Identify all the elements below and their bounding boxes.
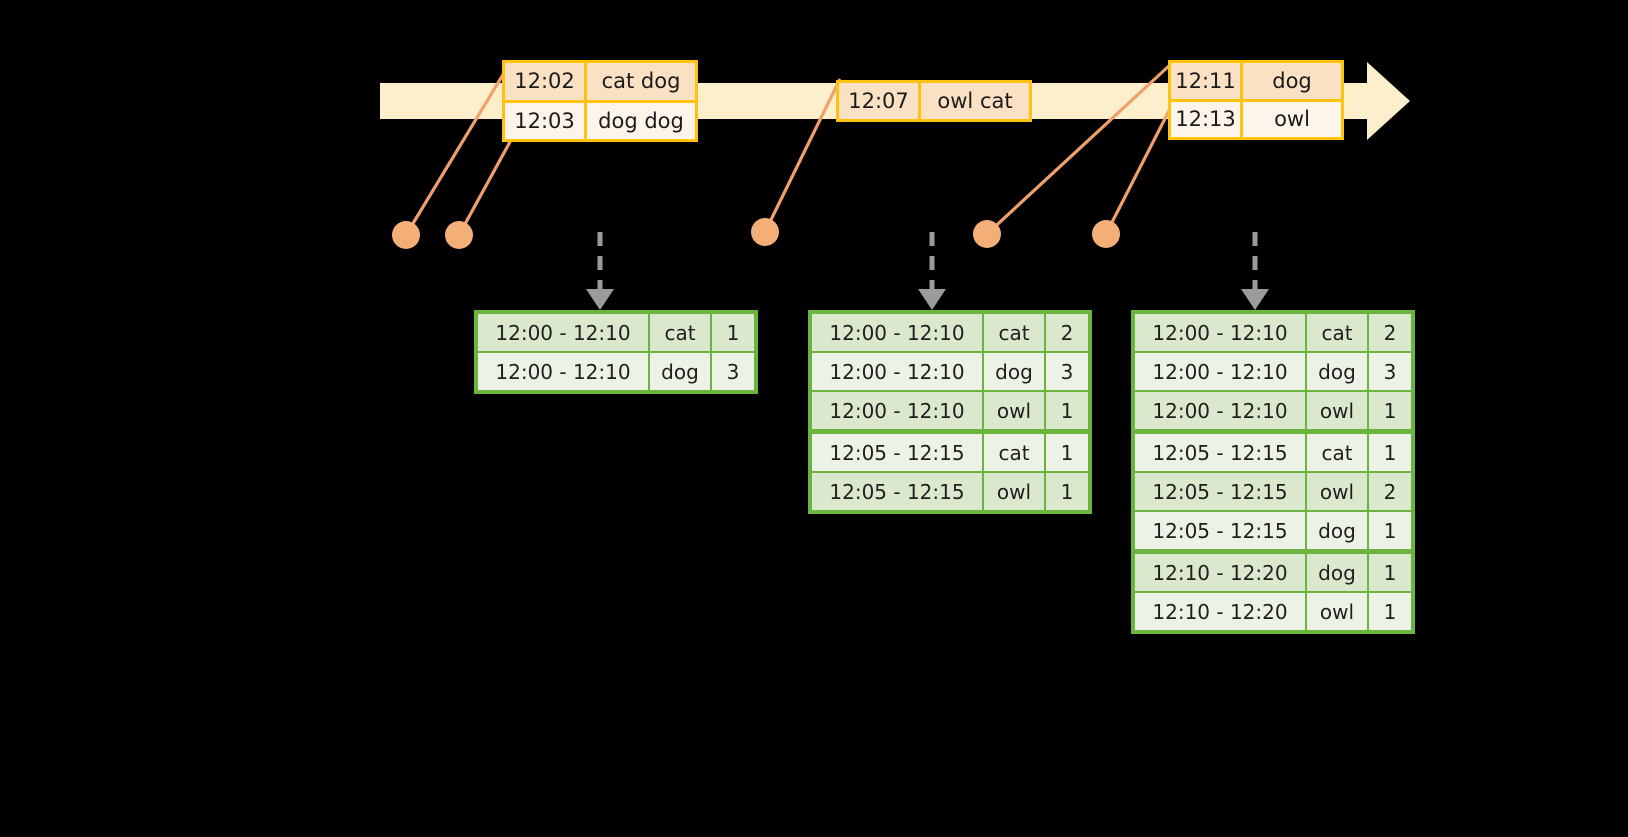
event-row[interactable]: 12:07 owl cat <box>839 83 1029 119</box>
event-row[interactable]: 12:13 owl <box>1171 98 1341 137</box>
cell-window: 12:05 - 12:15 <box>812 434 982 471</box>
cell-word: owl <box>984 392 1044 429</box>
cell-count: 1 <box>1369 392 1411 429</box>
cell-word: owl <box>1307 593 1367 630</box>
event-time: 12:02 <box>505 63 587 100</box>
event-box-2[interactable]: 12:07 owl cat <box>836 80 1032 122</box>
cell-window: 12:00 - 12:10 <box>1135 353 1305 390</box>
event-words: dog <box>1243 63 1341 99</box>
cell-window: 12:00 - 12:10 <box>478 353 648 390</box>
event-dot-5 <box>1092 220 1120 248</box>
cell-count: 2 <box>1046 314 1088 351</box>
event-box-1[interactable]: 12:02 cat dog 12:03 dog dog <box>502 60 698 142</box>
dashed-arrows <box>597 232 1258 292</box>
cell-count: 1 <box>1369 512 1411 549</box>
cell-word: dog <box>1307 512 1367 549</box>
cell-word: dog <box>1307 353 1367 390</box>
cell-count: 2 <box>1369 473 1411 510</box>
event-dot-4 <box>973 220 1001 248</box>
cell-count: 1 <box>1369 554 1411 591</box>
cell-count: 3 <box>1046 353 1088 390</box>
cell-window: 12:05 - 12:15 <box>812 473 982 510</box>
cell-word: owl <box>1307 392 1367 429</box>
event-words: owl cat <box>921 83 1029 119</box>
dashed-arrow-heads <box>586 289 1269 310</box>
cell-word: cat <box>650 314 710 351</box>
cell-window: 12:00 - 12:10 <box>812 353 982 390</box>
cell-word: dog <box>650 353 710 390</box>
cell-count: 1 <box>1369 593 1411 630</box>
event-dot-1 <box>392 221 420 249</box>
cell-window: 12:00 - 12:10 <box>812 392 982 429</box>
cell-count: 1 <box>1046 392 1088 429</box>
event-time: 12:03 <box>505 102 587 139</box>
cell-count: 1 <box>1369 434 1411 471</box>
cell-word: cat <box>1307 434 1367 471</box>
event-words: owl <box>1243 101 1341 137</box>
event-time: 12:13 <box>1171 101 1243 137</box>
cell-window: 12:10 - 12:20 <box>1135 554 1305 591</box>
cell-count: 2 <box>1369 314 1411 351</box>
cell-count: 1 <box>1046 434 1088 471</box>
event-row[interactable]: 12:03 dog dog <box>505 99 695 139</box>
event-row[interactable]: 12:02 cat dog <box>505 63 695 100</box>
event-time: 12:07 <box>839 83 921 119</box>
event-dot-3 <box>751 218 779 246</box>
cell-window: 12:00 - 12:10 <box>1135 314 1305 351</box>
cell-count: 3 <box>1369 353 1411 390</box>
event-dot-2 <box>445 221 473 249</box>
cell-window: 12:05 - 12:15 <box>1135 512 1305 549</box>
event-time: 12:11 <box>1171 63 1243 99</box>
event-words: dog dog <box>587 102 695 139</box>
cell-count: 3 <box>712 353 754 390</box>
cell-word: cat <box>984 434 1044 471</box>
cell-window: 12:00 - 12:10 <box>478 314 648 351</box>
event-box-3[interactable]: 12:11 dog 12:13 owl <box>1168 60 1344 140</box>
cell-word: dog <box>984 353 1044 390</box>
event-dots <box>392 218 1120 249</box>
cell-count: 1 <box>712 314 754 351</box>
cell-word: dog <box>1307 554 1367 591</box>
cell-window: 12:05 - 12:15 <box>1135 434 1305 471</box>
cell-word: cat <box>1307 314 1367 351</box>
cell-window: 12:00 - 12:10 <box>1135 392 1305 429</box>
cell-window: 12:10 - 12:20 <box>1135 593 1305 630</box>
event-row[interactable]: 12:11 dog <box>1171 63 1341 99</box>
cell-word: cat <box>984 314 1044 351</box>
event-words: cat dog <box>587 63 695 100</box>
cell-word: owl <box>984 473 1044 510</box>
cell-count: 1 <box>1046 473 1088 510</box>
cell-window: 12:00 - 12:10 <box>812 314 982 351</box>
cell-word: owl <box>1307 473 1367 510</box>
cell-window: 12:05 - 12:15 <box>1135 473 1305 510</box>
